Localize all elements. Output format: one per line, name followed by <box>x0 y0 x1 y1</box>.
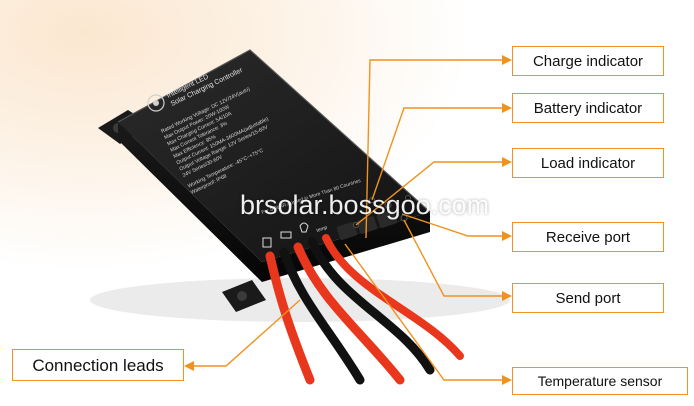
leader-send <box>403 219 504 297</box>
wire-black-2 <box>307 237 435 375</box>
arrow-charge-icon <box>502 55 512 65</box>
mounting-hole-bottom <box>237 291 247 301</box>
arrow-send-icon <box>502 291 512 301</box>
battery-indicator-label: Battery indicator <box>512 93 664 123</box>
leader-battery <box>371 107 504 201</box>
charge-led <box>405 195 411 201</box>
leader-receive <box>401 213 504 237</box>
port-3 <box>376 210 398 228</box>
solar-panel-icon <box>262 237 272 248</box>
arrow-load-icon <box>502 157 512 167</box>
temp-label: temp <box>316 225 329 234</box>
charge-indicator-label: Charge indicator <box>512 46 664 76</box>
arrow-receive-icon <box>502 231 512 241</box>
device-top-face <box>118 50 430 262</box>
lamp-icon <box>299 222 309 233</box>
wire-red-2 <box>293 242 405 385</box>
leader-load <box>355 161 504 226</box>
connection-leads-wires <box>265 234 464 385</box>
connection-leads-label: Connection leads <box>12 349 184 381</box>
leader-leads <box>192 299 301 367</box>
temperature-sensor-label: Temperature sensor <box>512 367 688 395</box>
receive-port-label: Receive port <box>512 222 664 252</box>
brand-sun-core-icon <box>153 100 159 106</box>
receive-port-led <box>384 201 392 209</box>
battery-icon <box>280 231 292 239</box>
send-port-label: Send port <box>512 283 664 313</box>
wire-black-1 <box>279 247 365 385</box>
watermark: brsolar.bossgoo.com <box>240 190 490 220</box>
wire-red-3 <box>322 234 464 360</box>
arrow-battery-icon <box>502 103 512 113</box>
port-1 <box>336 222 358 240</box>
leader-arrowheads <box>184 55 512 385</box>
arrow-leads-icon <box>184 361 194 371</box>
device-front-face <box>118 122 430 282</box>
arrow-temp-icon <box>502 375 512 385</box>
leader-charge <box>365 59 504 239</box>
wire-red-1 <box>265 251 315 385</box>
leader-temp <box>344 243 504 381</box>
terminal-icons: temp <box>262 222 329 248</box>
brand-sun-icon <box>147 94 165 112</box>
leader-lines <box>192 59 504 381</box>
load-indicator-label: Load indicator <box>512 148 664 178</box>
